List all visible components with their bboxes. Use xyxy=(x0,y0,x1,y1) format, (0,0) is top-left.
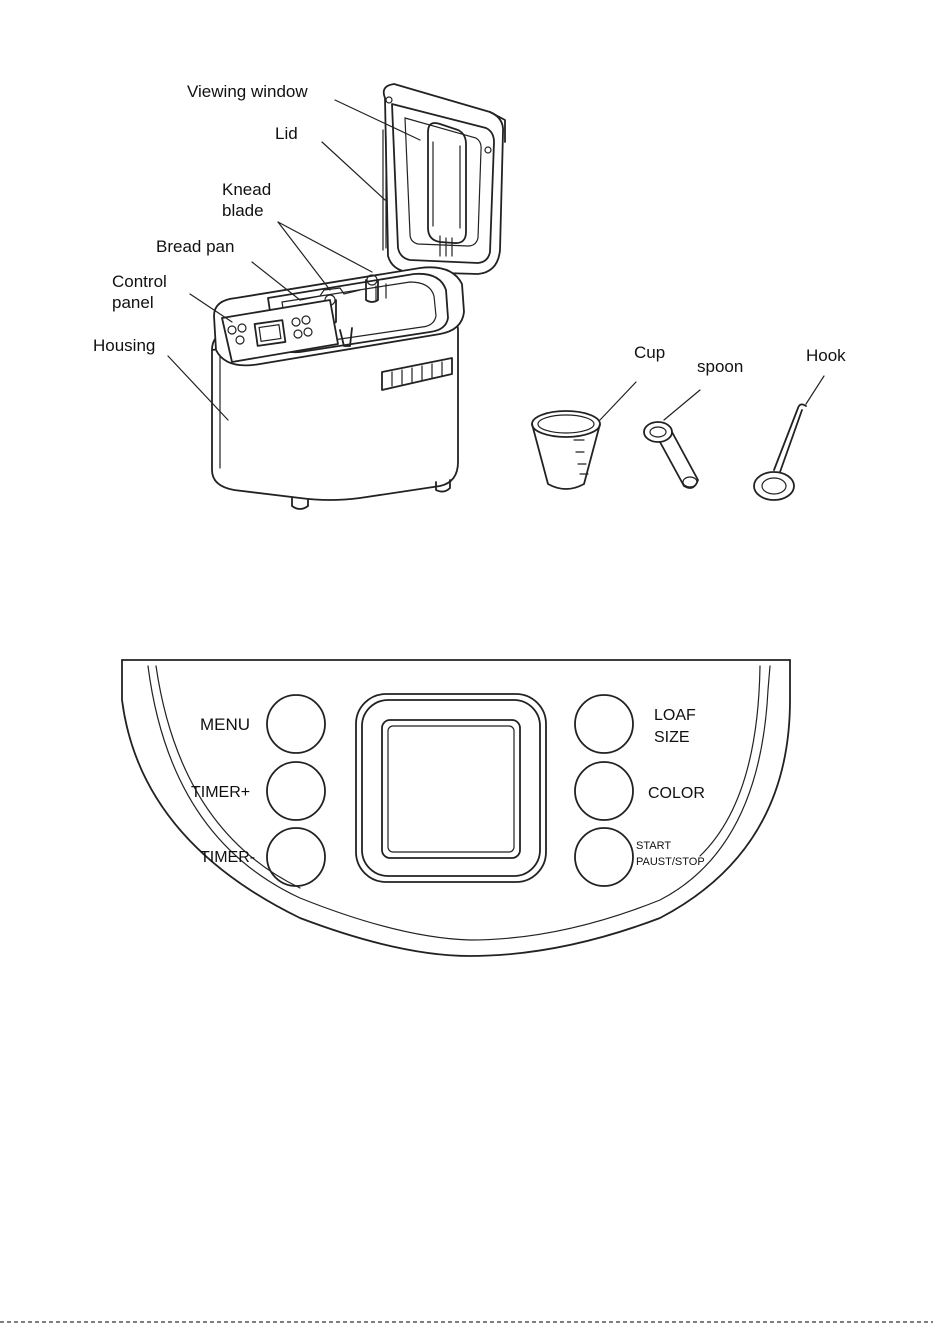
label-start-line2: PAUST/STOP xyxy=(636,856,705,868)
color-button xyxy=(575,762,633,820)
label-hook: Hook xyxy=(806,346,846,365)
bread-maker-illustration xyxy=(168,84,505,509)
label-control-line1: Control xyxy=(112,272,167,291)
label-viewing-window: Viewing window xyxy=(187,82,308,101)
label-housing: Housing xyxy=(93,336,155,355)
lid xyxy=(383,84,505,274)
control-panel-detail: MENU TIMER+ TIMER- LOAF SIZE COLOR START… xyxy=(122,660,790,956)
label-knead-line1: Knead xyxy=(222,180,271,199)
label-color: COLOR xyxy=(648,785,705,802)
timer-minus-button xyxy=(267,828,325,886)
menu-button xyxy=(267,695,325,753)
lcd-display xyxy=(356,694,546,882)
label-control-line2: panel xyxy=(112,293,154,312)
label-timer-minus: TIMER- xyxy=(200,849,255,866)
label-bread-pan: Bread pan xyxy=(156,237,234,256)
label-loaf-line2: SIZE xyxy=(654,729,690,746)
measuring-cup xyxy=(532,382,636,489)
label-spoon: spoon xyxy=(697,357,743,376)
label-timer-plus: TIMER+ xyxy=(191,784,250,801)
label-loaf-line1: LOAF xyxy=(654,707,696,724)
kneading-hook xyxy=(754,376,824,500)
label-start-line1: START xyxy=(636,840,671,852)
start-stop-button xyxy=(575,828,633,886)
loaf-size-button xyxy=(575,695,633,753)
measuring-spoon xyxy=(644,390,700,488)
timer-plus-button xyxy=(267,762,325,820)
label-knead-line2: blade xyxy=(222,201,264,220)
label-menu: MENU xyxy=(200,715,250,734)
label-lid: Lid xyxy=(275,124,298,143)
label-cup: Cup xyxy=(634,343,665,362)
